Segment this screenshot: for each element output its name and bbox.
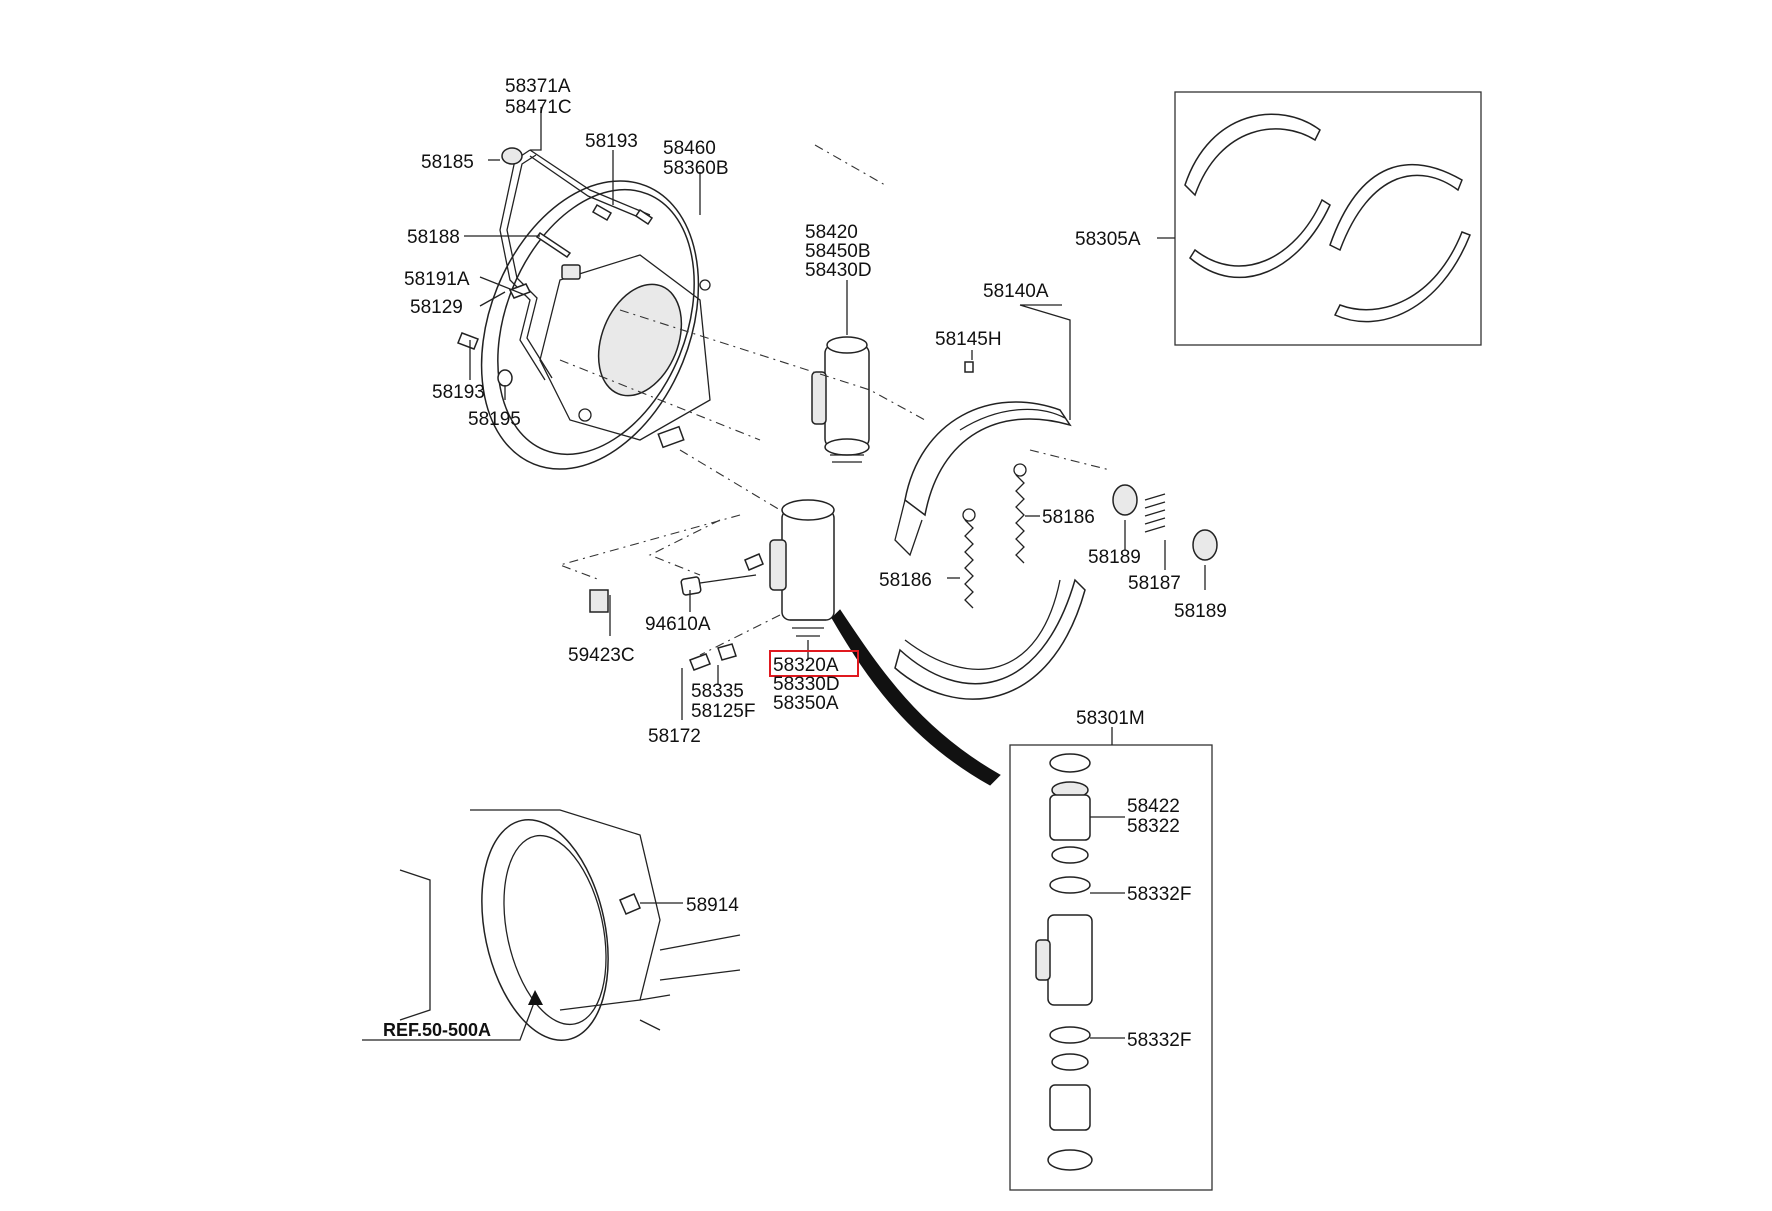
- callout-58189-b[interactable]: 58189: [1174, 601, 1227, 622]
- callout-58371A[interactable]: 58371A: [505, 76, 571, 97]
- callout-58189-a[interactable]: 58189: [1088, 547, 1141, 568]
- callout-58422[interactable]: 58422: [1127, 796, 1180, 817]
- callout-58185[interactable]: 58185: [421, 152, 474, 173]
- callout-58186-left[interactable]: 58186: [879, 570, 932, 591]
- callout-58140A[interactable]: 58140A: [983, 281, 1049, 302]
- callout-58471C[interactable]: 58471C: [505, 97, 572, 118]
- hardware-left: [457, 147, 654, 387]
- callout-58125F[interactable]: 58125F: [691, 701, 755, 722]
- callout-58430D[interactable]: 58430D: [805, 260, 872, 281]
- hold-down-parts: [964, 361, 1218, 561]
- callout-58301M[interactable]: 58301M: [1076, 708, 1145, 729]
- ref-arrow-head: [528, 990, 543, 1005]
- callout-58322[interactable]: 58322: [1127, 816, 1180, 837]
- callout-58360B[interactable]: 58360B: [663, 158, 729, 179]
- callout-58460[interactable]: 58460: [663, 138, 716, 159]
- callout-58332F-a[interactable]: 58332F: [1127, 884, 1191, 905]
- brake-shoe-lower: [894, 578, 1086, 700]
- axle-housing: [399, 809, 741, 1042]
- callout-58193-top[interactable]: 58193: [585, 131, 638, 152]
- repair-kit-box: [1009, 744, 1213, 1191]
- callout-58305A[interactable]: 58305A: [1075, 229, 1141, 250]
- callout-58350A[interactable]: 58350A: [773, 693, 839, 714]
- callout-58335[interactable]: 58335: [691, 681, 744, 702]
- shoe-set-box: [1174, 91, 1482, 346]
- brake-shoe-upper: [894, 401, 1072, 557]
- callout-58186-right[interactable]: 58186: [1042, 507, 1095, 528]
- callout-58420[interactable]: 58420: [805, 222, 858, 243]
- callout-94610A[interactable]: 94610A: [645, 614, 711, 635]
- callout-58330D[interactable]: 58330D: [773, 674, 840, 695]
- callout-58332F-b[interactable]: 58332F: [1127, 1030, 1191, 1051]
- callout-58450B[interactable]: 58450B: [805, 241, 871, 262]
- callout-58172[interactable]: 58172: [648, 726, 701, 747]
- backing-plate: [480, 180, 711, 470]
- main-wheel-cylinder: [589, 499, 835, 671]
- detail-arrow: [831, 609, 1001, 786]
- highlight-box: [769, 650, 859, 677]
- callout-58914[interactable]: 58914: [686, 895, 739, 916]
- callout-58129[interactable]: 58129: [410, 297, 463, 318]
- return-springs: [962, 463, 1027, 609]
- callout-59423C[interactable]: 59423C: [568, 645, 635, 666]
- upper-wheel-cylinder: [811, 336, 870, 463]
- callouts: 58371A 58471C 58185 58193 58460 58360B 5…: [383, 76, 1227, 1051]
- callout-58191A[interactable]: 58191A: [404, 269, 470, 290]
- callout-58145H[interactable]: 58145H: [935, 329, 1002, 350]
- callout-58195[interactable]: 58195: [468, 409, 521, 430]
- callout-58193-lower[interactable]: 58193: [432, 382, 485, 403]
- callout-58188[interactable]: 58188: [407, 227, 460, 248]
- callout-ref[interactable]: REF.50-500A: [383, 1020, 491, 1040]
- assembly-lines: [558, 144, 1111, 656]
- callout-58187[interactable]: 58187: [1128, 573, 1181, 594]
- callout-58320A[interactable]: 58320A: [773, 655, 839, 676]
- leader-lines: [362, 107, 1206, 1041]
